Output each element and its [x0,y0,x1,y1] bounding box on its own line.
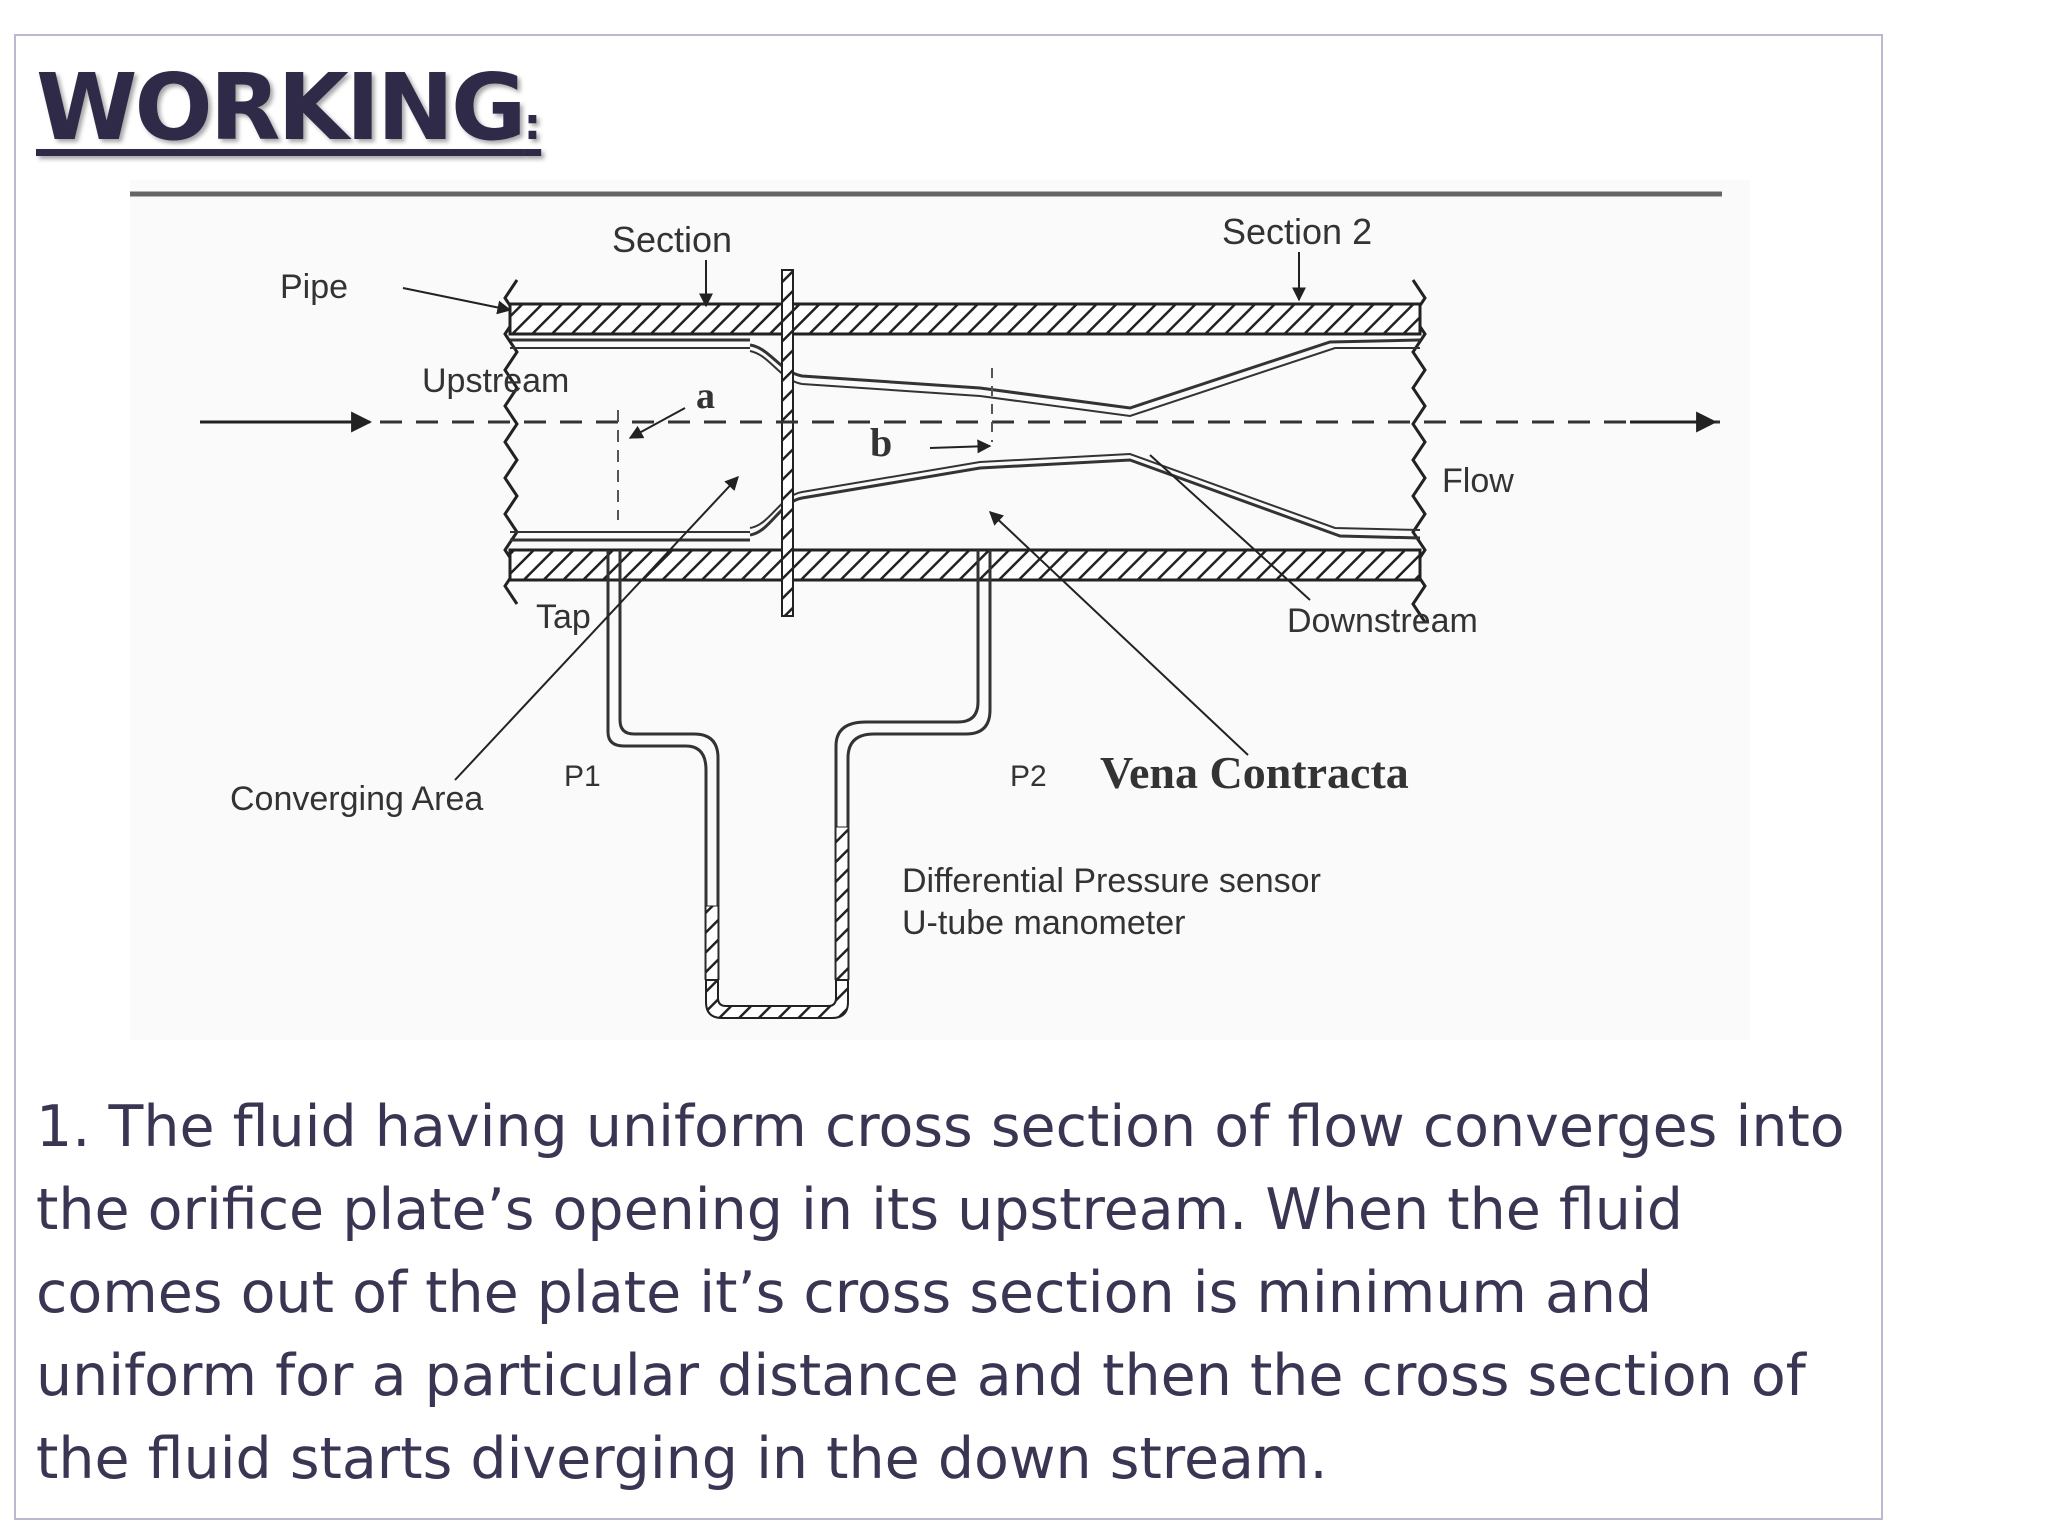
manometer-right-inner [834,550,980,980]
label-section-2: Section 2 [1222,211,1372,252]
label-downstream: Downstream [1287,602,1478,640]
label-point-b: b [870,420,892,465]
vena-contracta-leader [988,511,1249,756]
manometer-fluid-right [835,826,849,981]
label-flow: Flow [1442,462,1514,500]
converging-area-leader [454,475,739,781]
manometer-left-inner [618,550,720,980]
label-section: Section [612,219,732,260]
slide-title-colon: : [523,99,542,150]
manometer-fluid-left [705,905,719,981]
working-description: 1. The fluid having uniform cross sectio… [36,1094,1845,1492]
manometer-right-outer [846,550,992,980]
label-point-a: a [696,375,715,417]
slide-title: WORKING: [36,62,541,154]
label-p1: P1 [564,760,601,793]
manometer-bend [705,979,849,1019]
pipe-leader [402,287,512,315]
manometer-left-outer [606,550,708,980]
orifice-plate [781,269,794,617]
slide-title-text: WORKING [36,54,527,161]
label-vena-contracta: Vena Contracta [1100,747,1409,798]
pipe-bottom-wall [508,548,1422,582]
label-dp-sensor: Differential Pressure sensor [902,862,1321,900]
label-p2: P2 [1010,760,1047,793]
label-manometer: U-tube manometer [902,904,1185,942]
label-converging-area: Converging Area [230,780,483,818]
label-pipe: Pipe [280,268,348,306]
label-tap: Tap [536,598,591,636]
left-break-line [503,279,519,605]
pipe-top-wall [508,302,1422,336]
orifice-meter-diagram: Pipe Section Section 2 Upstream a b Flow… [104,180,1750,1040]
downstream-leader [1149,454,1311,601]
label-upstream: Upstream [422,362,569,400]
